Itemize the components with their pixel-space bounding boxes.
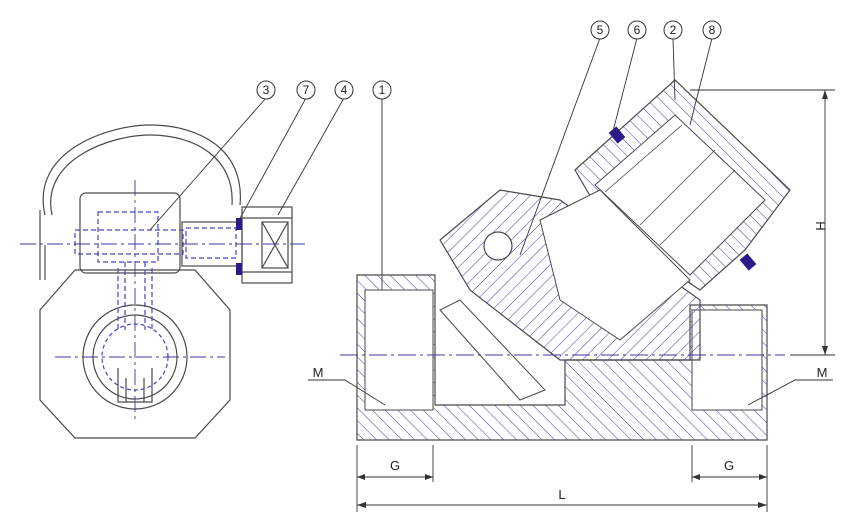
callout-1: 1	[379, 83, 386, 97]
callout-circle-1	[372, 80, 392, 100]
callout-3: 3	[263, 83, 270, 97]
dim-g-left: G	[390, 458, 400, 473]
callout-bubbles	[256, 20, 722, 100]
callout-8: 8	[709, 23, 716, 37]
callout-5: 5	[597, 23, 604, 37]
callout-2: 2	[670, 23, 677, 37]
callout-circle-2	[663, 20, 683, 40]
callout-circle-3	[256, 80, 276, 100]
section-view	[356, 79, 791, 441]
callout-circle-4	[334, 80, 354, 100]
callout-circle-8	[702, 20, 722, 40]
callout-6: 6	[634, 23, 641, 37]
dim-m-right: M	[817, 365, 828, 380]
dimension-lines	[149, 37, 835, 512]
callout-4: 4	[341, 83, 348, 97]
dimension-arrows	[357, 90, 828, 508]
end-view	[39, 124, 293, 439]
dim-m-left: M	[313, 365, 324, 380]
callout-7: 7	[303, 83, 310, 97]
callout-circle-7	[296, 80, 316, 100]
callout-circle-6	[627, 20, 647, 40]
end-view-centerlines	[20, 180, 305, 420]
dim-height: H	[813, 221, 828, 230]
dim-g-right: G	[724, 458, 734, 473]
dim-length: L	[558, 487, 565, 502]
callout-circle-5	[590, 20, 610, 40]
